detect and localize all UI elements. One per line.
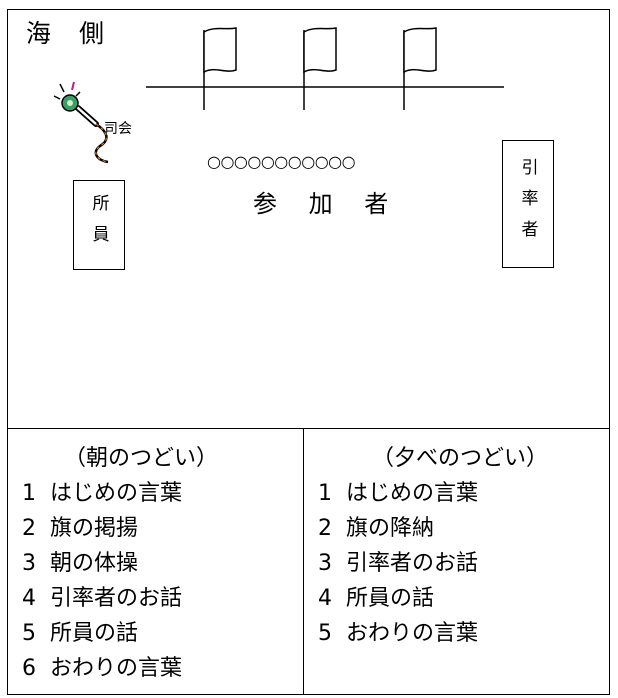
item-number: 6	[22, 656, 36, 681]
item-text: 旗の掲揚	[50, 516, 139, 541]
list-item: 1 はじめの言葉	[22, 476, 218, 511]
evening-program-title: （夕べのつどい）	[372, 446, 549, 471]
item-text: おわりの言葉	[50, 656, 183, 681]
leader-label: 引率者	[517, 157, 538, 251]
mc-label: 司会	[104, 121, 132, 137]
morning-program: （朝のつどい） 1 はじめの言葉 2 旗の掲揚 3 朝の体操 4 引率者のお話 5 所員の…	[22, 440, 218, 686]
list-item: 2 旗の降納	[318, 511, 548, 546]
item-number: 5	[22, 621, 36, 646]
item-text: はじめの言葉	[346, 481, 479, 506]
morning-program-title: （朝のつどい）	[64, 446, 219, 471]
item-text: おわりの言葉	[346, 621, 479, 646]
item-number: 5	[318, 621, 332, 646]
staff-box: 所員	[73, 180, 125, 270]
list-item: 6 おわりの言葉	[22, 651, 218, 686]
item-number: 2	[318, 516, 332, 541]
item-text: 所員の話	[50, 621, 139, 646]
staff-label: 所員	[88, 194, 109, 256]
item-number: 1	[318, 481, 332, 506]
page-frame	[7, 9, 610, 695]
item-text: はじめの言葉	[50, 481, 183, 506]
list-item: 1 はじめの言葉	[318, 476, 548, 511]
item-text: 旗の降納	[346, 516, 435, 541]
participant-marks: ○○○○○○○○○○○	[207, 152, 356, 171]
list-item: 3 朝の体操	[22, 546, 218, 581]
sea-side-label: 海 側	[26, 19, 114, 48]
list-item: 4 所員の話	[318, 581, 548, 616]
program-divider	[7, 428, 610, 429]
flag-icon	[303, 27, 337, 110]
item-text: 朝の体操	[50, 551, 139, 576]
item-number: 3	[318, 551, 332, 576]
item-text: 所員の話	[346, 586, 435, 611]
leader-box: 引率者	[502, 140, 554, 268]
program-column-divider	[303, 428, 304, 695]
list-item: 4 引率者のお話	[22, 581, 218, 616]
item-number: 1	[22, 481, 36, 506]
item-text: 引率者のお話	[50, 586, 183, 611]
flag-icon	[403, 27, 437, 110]
item-number: 2	[22, 516, 36, 541]
list-item: 2 旗の掲揚	[22, 511, 218, 546]
list-item: 3 引率者のお話	[318, 546, 548, 581]
item-text: 引率者のお話	[346, 551, 479, 576]
item-number: 3	[22, 551, 36, 576]
list-item: 5 所員の話	[22, 616, 218, 651]
evening-program: （夕べのつどい） 1 はじめの言葉 2 旗の降納 3 引率者のお話 4 所員の話 5 おわ…	[318, 440, 548, 651]
flag-icon	[203, 27, 237, 110]
list-item: 5 おわりの言葉	[318, 616, 548, 651]
item-number: 4	[318, 586, 332, 611]
item-number: 4	[22, 586, 36, 611]
microphone-icon	[53, 81, 109, 164]
participants-label: 参 加 者	[253, 190, 401, 218]
